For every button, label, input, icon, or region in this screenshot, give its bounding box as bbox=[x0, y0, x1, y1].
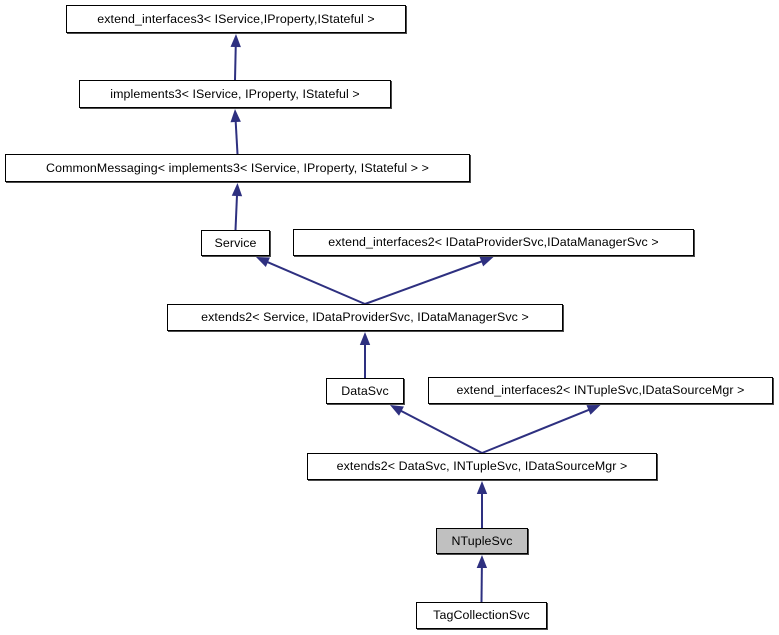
class-node-label: extends2< DataSvc, INTupleSvc, IDataSour… bbox=[336, 459, 628, 474]
class-node-ntuplesvc[interactable]: NTupleSvc bbox=[436, 528, 528, 554]
class-node-label: extend_interfaces2< INTupleSvc,IDataSour… bbox=[456, 383, 745, 398]
class-node-label: extend_interfaces3< IService,IProperty,I… bbox=[97, 11, 375, 26]
class-node-extend-interfaces2-ntuple[interactable]: extend_interfaces2< INTupleSvc,IDataSour… bbox=[428, 377, 773, 404]
class-node-label: extend_interfaces2< IDataProviderSvc,IDa… bbox=[328, 235, 659, 250]
class-node-label: implements3< IService, IProperty, IState… bbox=[110, 86, 360, 101]
class-node-extends2-service[interactable]: extends2< Service, IDataProviderSvc, IDa… bbox=[167, 304, 563, 331]
class-node-label: NTupleSvc bbox=[451, 533, 513, 548]
class-node-extend-interfaces2-dataprovider[interactable]: extend_interfaces2< IDataProviderSvc,IDa… bbox=[293, 229, 694, 256]
class-node-implements3[interactable]: implements3< IService, IProperty, IState… bbox=[79, 80, 391, 108]
class-node-extend-interfaces3[interactable]: extend_interfaces3< IService,IProperty,I… bbox=[66, 5, 406, 33]
class-node-service[interactable]: Service bbox=[201, 230, 270, 256]
class-node-label: Service bbox=[214, 235, 257, 250]
class-node-extends2-datasvc[interactable]: extends2< DataSvc, INTupleSvc, IDataSour… bbox=[307, 453, 657, 480]
class-node-datasvc[interactable]: DataSvc bbox=[326, 378, 404, 404]
class-node-common-messaging[interactable]: CommonMessaging< implements3< IService, … bbox=[5, 154, 470, 182]
class-node-label: TagCollectionSvc bbox=[433, 608, 530, 623]
class-node-label: DataSvc bbox=[341, 383, 389, 398]
class-node-label: extends2< Service, IDataProviderSvc, IDa… bbox=[201, 310, 529, 325]
class-node-tagcollectionsvc[interactable]: TagCollectionSvc bbox=[416, 602, 547, 629]
class-node-label: CommonMessaging< implements3< IService, … bbox=[46, 160, 429, 175]
